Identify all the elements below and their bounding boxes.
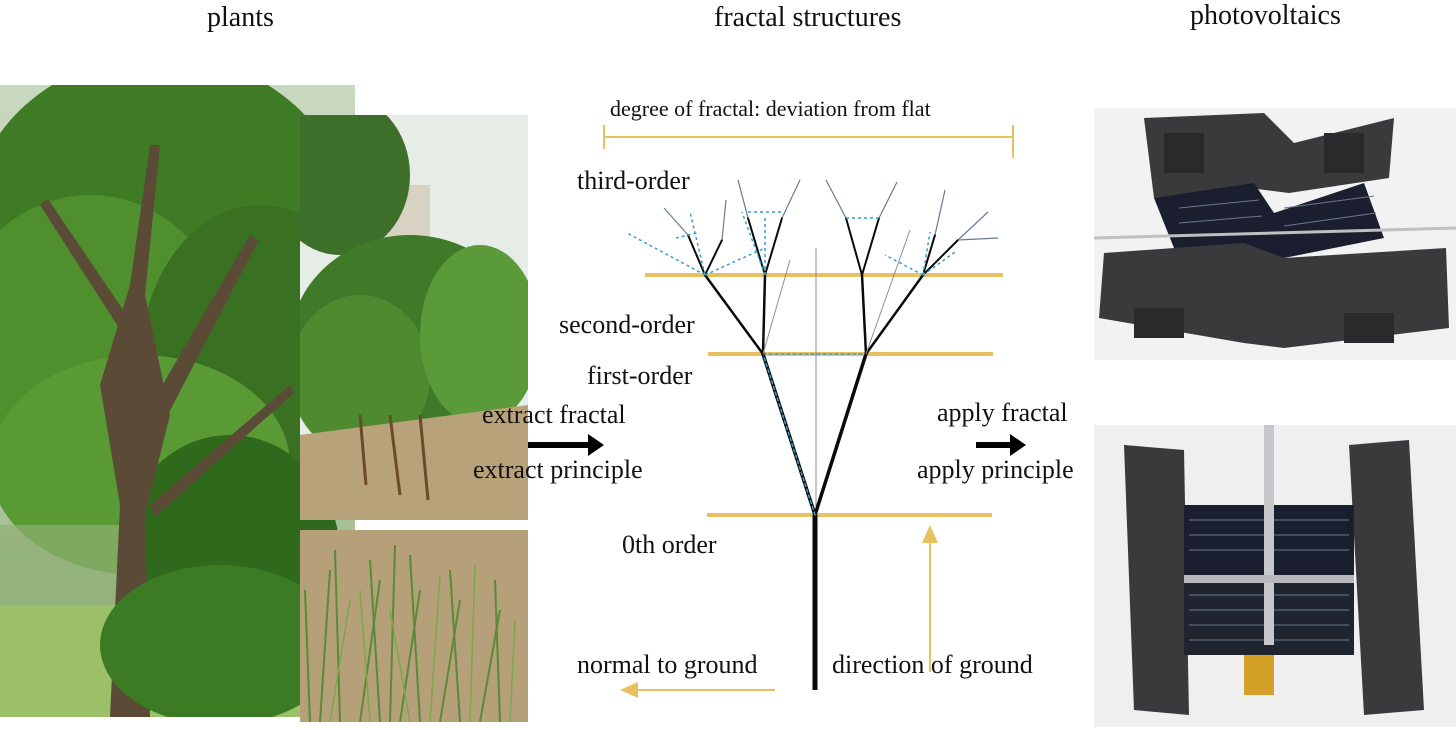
degree-bar bbox=[603, 125, 1014, 158]
extract-fractal-label: extract fractal bbox=[482, 400, 626, 429]
first-order-branches bbox=[761, 352, 868, 517]
degree-label: degree of fractal: deviation from flat bbox=[610, 96, 931, 121]
apply-fractal-label: apply fractal bbox=[937, 398, 1068, 427]
header-plants: plants bbox=[207, 2, 274, 33]
extract-principle-label: extract principle bbox=[473, 455, 643, 484]
grass-photo bbox=[300, 530, 528, 722]
zeroth-order-label: 0th order bbox=[622, 530, 717, 559]
dotted-branches bbox=[626, 211, 956, 276]
tree-photo bbox=[0, 85, 355, 717]
normal-to-ground-label: normal to ground bbox=[577, 650, 758, 679]
extract-arrow bbox=[528, 434, 604, 456]
pv-module-bottom-photo bbox=[1094, 425, 1456, 727]
header-photovoltaics: photovoltaics bbox=[1190, 0, 1341, 31]
apply-arrow bbox=[976, 434, 1026, 456]
header-fractal-structures: fractal structures bbox=[714, 2, 902, 33]
third-order-branches bbox=[687, 217, 959, 276]
fourth-order-tips bbox=[663, 179, 999, 241]
second-order-label: second-order bbox=[559, 310, 695, 339]
bush-photo bbox=[300, 115, 528, 520]
pv-module-top-photo bbox=[1094, 108, 1456, 360]
apply-principle-label: apply principle bbox=[917, 455, 1074, 484]
third-order-label: third-order bbox=[577, 166, 690, 195]
direction-of-ground-label: direction of ground bbox=[832, 650, 1033, 679]
second-order-branches bbox=[703, 273, 925, 356]
first-order-label: first-order bbox=[587, 361, 693, 390]
